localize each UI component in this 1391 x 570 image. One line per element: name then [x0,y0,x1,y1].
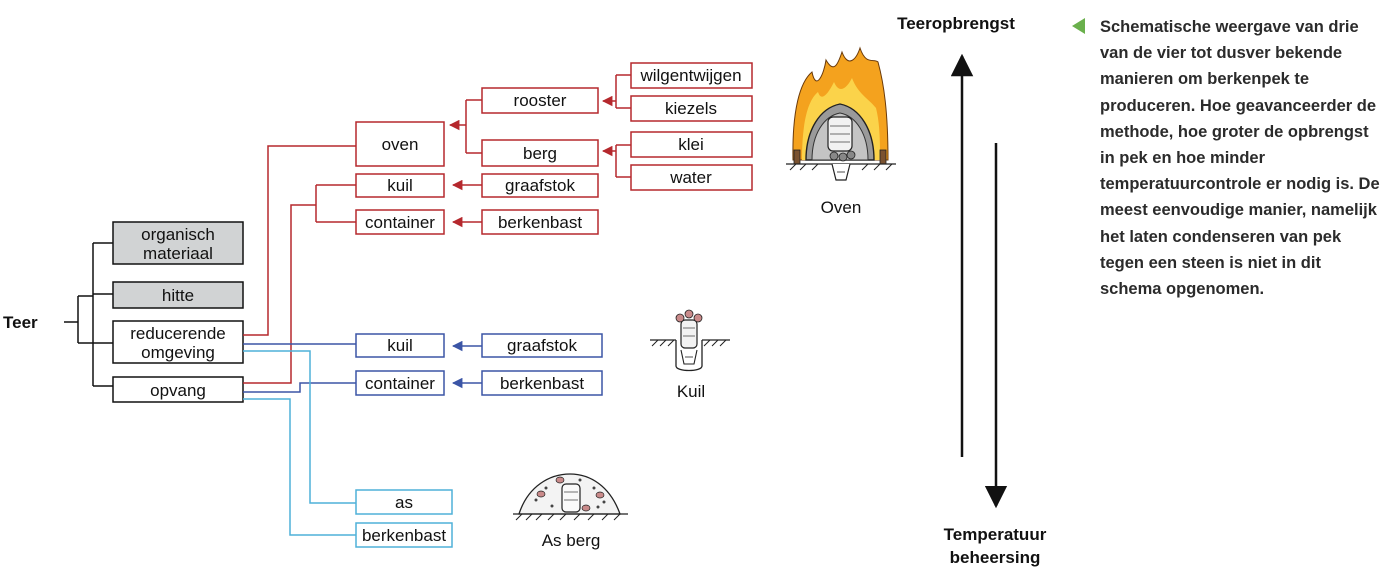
requirement-heat: hitte [112,281,244,309]
oven-node-rooster-label: rooster [514,91,567,110]
pit-node-container-label: container [365,374,435,393]
figure-caption: Schematische weergave van drie van de vi… [1100,18,1380,299]
requirement-reducing-line1: reducerende [130,324,225,343]
pit-node-berkenbast-label: berkenbast [500,374,584,393]
oven-node-berkenbast: berkenbast [481,209,599,235]
pit-illustration-label: Kuil [677,382,705,401]
oven-node-berg-label: berg [523,144,557,163]
oven-node-water: water [630,164,753,191]
requirement-capture-label: opvang [150,381,206,400]
oven-node-kiezels: kiezels [630,95,753,122]
oven-node-kuil: kuil [355,173,445,198]
pit-node-kuil-label: kuil [387,336,413,355]
requirement-organic-line1: organisch [141,225,215,244]
ash-node-as: as [355,489,453,515]
pit-node-graafstok: graafstok [481,333,603,358]
oven-connectors [243,74,631,384]
ash-node-berkenbast: berkenbast [355,522,453,548]
ash-mound-illustration: As berg [513,473,628,550]
pit-node-graafstok-label: graafstok [507,336,577,355]
pit-node-kuil: kuil [355,333,445,358]
oven-node-kuil-label: kuil [387,176,413,195]
ash-mound-illustration-label: As berg [542,531,601,550]
requirement-organic-line2: materiaal [143,244,213,263]
oven-node-graafstok-label: graafstok [505,176,575,195]
oven-node-rooster: rooster [481,87,599,114]
oven-node-water-label: water [669,168,712,187]
pit-node-berkenbast: berkenbast [481,370,603,396]
oven-node-klei: klei [630,131,753,158]
requirement-organic: organisch materiaal [112,221,244,265]
requirement-capture: opvang [112,376,244,403]
pit-connectors [243,340,482,393]
oven-node-container: container [355,209,445,235]
oven-illustration: Oven [786,46,896,217]
yield-axis: Teeropbrengst [897,14,1015,457]
ash-node-as-label: as [395,493,413,512]
oven-illustration-label: Oven [821,198,862,217]
temperature-axis-label-line2: beheersing [950,548,1041,567]
ash-node-berkenbast-label: berkenbast [362,526,446,545]
requirement-reducing-line2: omgeving [141,343,215,362]
oven-node-oven: oven [355,121,445,167]
oven-node-kiezels-label: kiezels [665,99,717,118]
requirement-reducing: reducerende omgeving [112,320,244,364]
oven-node-container-label: container [365,213,435,232]
caption-pointer-icon [1072,18,1085,34]
requirement-heat-label: hitte [162,286,194,305]
oven-node-wilgentwijgen-label: wilgentwijgen [639,66,741,85]
pit-node-container: container [355,370,445,396]
root-bracket [64,242,113,387]
pit-illustration: Kuil [650,309,730,401]
yield-axis-label: Teeropbrengst [897,14,1015,33]
temperature-axis: Temperatuur beheersing [944,143,1047,567]
oven-node-klei-label: klei [678,135,704,154]
oven-node-wilgentwijgen: wilgentwijgen [630,62,753,89]
oven-node-oven-label: oven [382,135,419,154]
root-label: Teer [3,313,38,332]
temperature-axis-label-line1: Temperatuur [944,525,1047,544]
oven-node-berkenbast-label: berkenbast [498,213,582,232]
oven-node-graafstok: graafstok [481,173,599,198]
ash-connectors [243,350,356,536]
oven-node-berg: berg [481,139,599,167]
